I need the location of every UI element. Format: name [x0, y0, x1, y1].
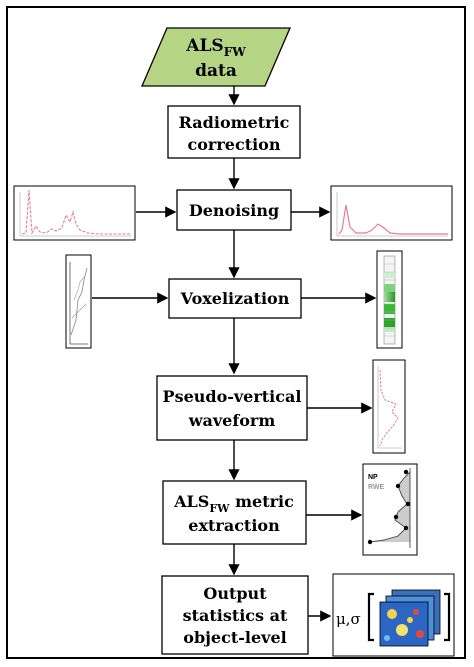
pseudo-waveform-line: [379, 369, 399, 447]
svg-text:object-level: object-level: [183, 628, 286, 647]
right-bracket: [444, 592, 451, 642]
svg-text:extraction: extraction: [188, 516, 280, 535]
voxel-column-thumbnail: [376, 250, 403, 349]
step-voxelization: Voxelization: [168, 278, 302, 319]
output-thumbnail: μ,σ: [332, 573, 455, 657]
step-metric-extraction: ALSFW metric extraction: [162, 480, 307, 545]
point-profile-thumbnail: [65, 254, 92, 349]
step-pseudo-vertical: Pseudo-vertical waveform: [156, 375, 308, 441]
input-parallelogram: [141, 27, 291, 87]
svg-text:Voxelization: Voxelization: [180, 289, 290, 308]
svg-text:correction: correction: [188, 135, 281, 154]
raw-waveform-thumbnail: [13, 185, 136, 241]
input-subscript: FW: [224, 45, 247, 59]
left-bracket: [367, 592, 374, 642]
np-label: NP: [368, 474, 378, 481]
step-denoising: Denoising: [176, 189, 292, 231]
svg-text:Radiometric: Radiometric: [179, 113, 290, 132]
metric-points: [367, 469, 411, 545]
svg-text:ALSFW: ALSFW: [185, 36, 246, 59]
svg-text:waveform: waveform: [188, 411, 276, 430]
step-radiometric: Radiometric correction: [167, 105, 301, 159]
svg-text:Pseudo-vertical: Pseudo-vertical: [163, 387, 302, 406]
step-output-statistics: Output statistics at object-level: [161, 575, 309, 655]
map-stack: [379, 589, 441, 647]
side-arrows: [92, 206, 377, 622]
svg-text:ALSFW metric: ALSFW metric: [173, 492, 294, 515]
input-main: ALS: [185, 36, 223, 56]
denoised-waveform-line: [338, 204, 448, 235]
svg-text:statistics at: statistics at: [183, 606, 288, 625]
metric-thumbnail: NP RWE: [362, 463, 418, 556]
svg-text:Output: Output: [203, 584, 267, 603]
input-line2: data: [195, 61, 237, 81]
pseudo-waveform-thumbnail: [372, 359, 406, 454]
als-fw-data-input: ALSFW data: [141, 27, 291, 87]
raw-waveform-line: [21, 189, 131, 235]
mu-sigma-symbols: μ,σ: [336, 610, 361, 628]
rwe-label: RWE: [368, 484, 385, 491]
svg-text:Denoising: Denoising: [189, 201, 279, 220]
denoised-waveform-thumbnail: [330, 185, 453, 241]
